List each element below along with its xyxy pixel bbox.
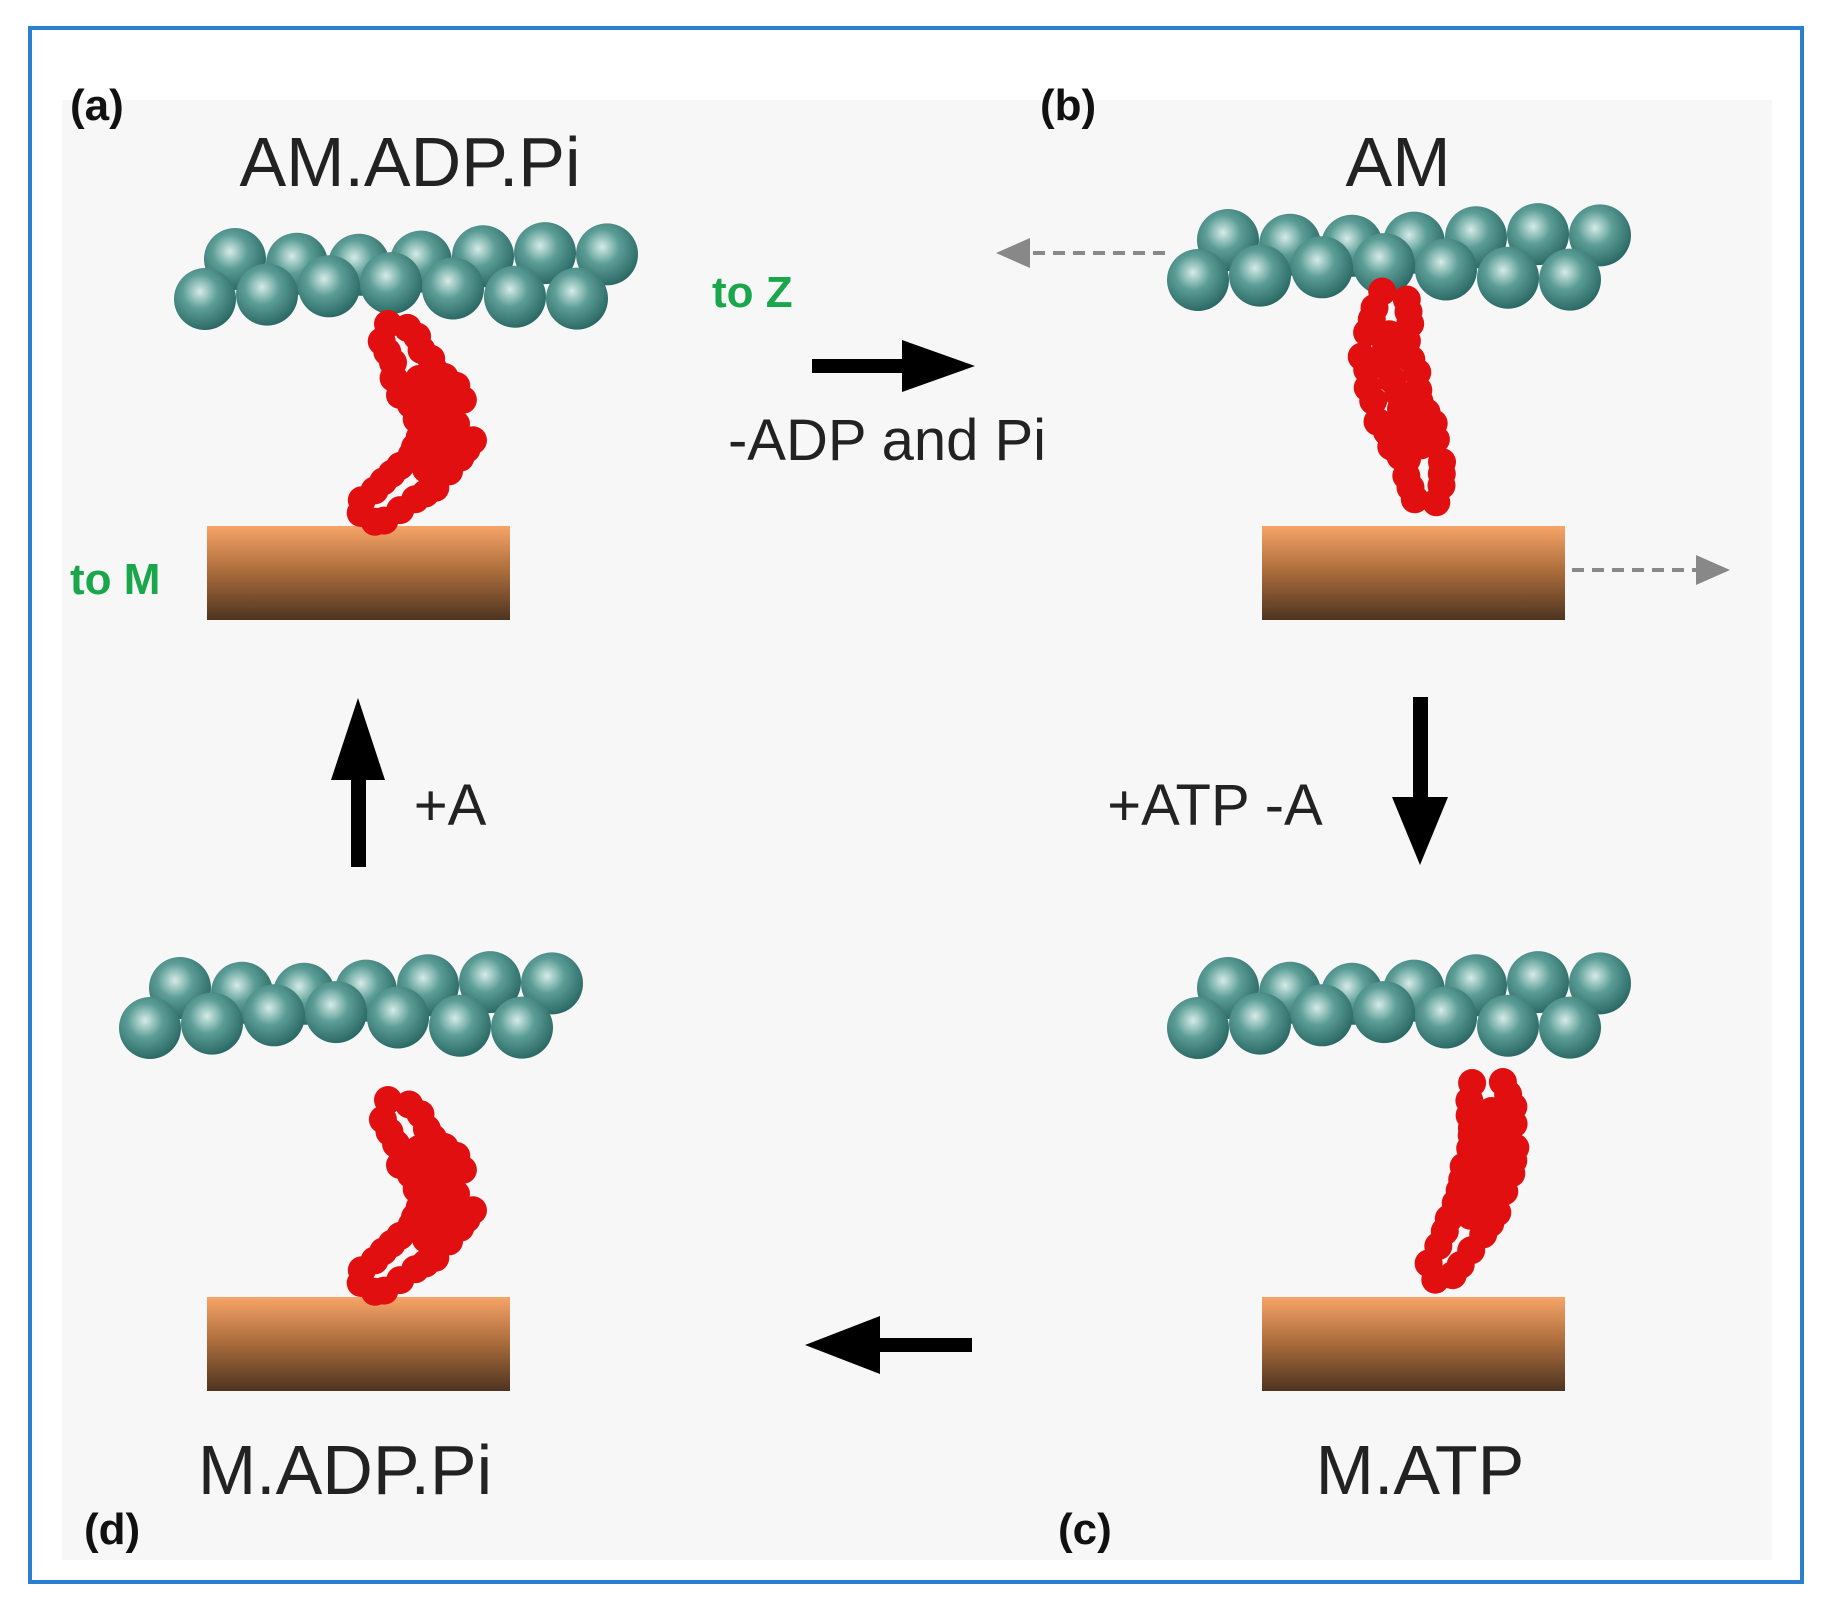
actin-bead bbox=[1353, 233, 1415, 296]
actin-bead bbox=[576, 223, 638, 286]
actin-bead bbox=[1291, 984, 1353, 1047]
actin-bead bbox=[243, 984, 305, 1047]
actin-bead bbox=[1477, 994, 1539, 1057]
state-label-b: AM bbox=[1346, 123, 1451, 201]
actin-bead bbox=[1353, 981, 1415, 1044]
myosin-bead bbox=[346, 499, 375, 527]
actin-bead bbox=[429, 994, 491, 1057]
myosin-head-d bbox=[346, 1086, 487, 1306]
actin-bead bbox=[174, 268, 236, 330]
actin-bead bbox=[360, 252, 422, 315]
actin-bead bbox=[305, 981, 367, 1044]
actin-bead bbox=[1415, 986, 1477, 1049]
myosin-bead bbox=[1400, 485, 1429, 514]
actin-bead bbox=[1291, 236, 1353, 299]
state-label-c: M.ATP bbox=[1316, 1431, 1525, 1509]
myosin-head-b bbox=[1347, 277, 1456, 517]
actin-filament-d bbox=[119, 951, 583, 1059]
transition-label-d-to-a: +A bbox=[414, 773, 487, 838]
actin-bead bbox=[484, 265, 546, 328]
actin-motion-arrow bbox=[996, 238, 1165, 268]
actin-bead bbox=[514, 222, 576, 285]
thick-filament-b bbox=[1262, 526, 1565, 620]
actin-bead bbox=[367, 986, 429, 1049]
actin-bead bbox=[119, 997, 181, 1059]
actin-bead bbox=[181, 992, 243, 1055]
myosin-bead bbox=[1353, 318, 1382, 347]
myosin-end-label: to M bbox=[70, 555, 160, 604]
actin-bead bbox=[1569, 952, 1631, 1015]
actin-bead bbox=[1229, 244, 1291, 307]
panel-label-a: (a) bbox=[70, 81, 124, 130]
panel-label-b: (b) bbox=[1040, 81, 1096, 130]
arrow-d-to-a bbox=[331, 698, 385, 867]
arrow-c-to-d bbox=[805, 1316, 972, 1374]
actin-bead bbox=[1569, 204, 1631, 267]
actin-bead bbox=[491, 996, 553, 1059]
myosin-bead bbox=[346, 1269, 375, 1297]
actin-bead bbox=[1167, 997, 1229, 1059]
myosin-motion-arrow bbox=[1572, 555, 1730, 585]
actin-bead bbox=[521, 952, 583, 1015]
thick-filament-a bbox=[207, 526, 510, 620]
actin-bead bbox=[1229, 992, 1291, 1055]
actin-bead bbox=[1167, 249, 1229, 311]
actin-filament-c bbox=[1167, 951, 1631, 1059]
actin-bead bbox=[298, 255, 360, 318]
actin-filament-b bbox=[1167, 203, 1631, 311]
actin-bead bbox=[1507, 951, 1569, 1014]
panel-label-c: (c) bbox=[1058, 1505, 1112, 1554]
actin-bead bbox=[422, 257, 484, 320]
actin-end-label: to Z bbox=[712, 268, 793, 317]
thick-filament-d bbox=[207, 1297, 510, 1391]
state-label-a: AM.ADP.Pi bbox=[239, 123, 580, 201]
myosin-head-a bbox=[346, 310, 487, 536]
transition-label-b-to-c: +ATP -A bbox=[1107, 773, 1323, 838]
actin-bead bbox=[1539, 248, 1601, 311]
myosin-bead bbox=[1421, 1265, 1450, 1294]
actin-bead bbox=[1415, 238, 1477, 301]
panel-label-d: (d) bbox=[84, 1505, 140, 1554]
thick-filament-c bbox=[1262, 1297, 1565, 1391]
myosin-bead bbox=[1422, 488, 1451, 517]
actin-bead bbox=[1477, 246, 1539, 309]
actin-bead bbox=[546, 267, 608, 330]
myosin-head-c bbox=[1414, 1068, 1530, 1294]
actin-bead bbox=[236, 263, 298, 326]
actin-bead bbox=[1539, 996, 1601, 1059]
transition-label-a-to-b: -ADP and Pi bbox=[728, 408, 1046, 473]
myosin-bead bbox=[1359, 386, 1388, 415]
myosin-bead bbox=[382, 1130, 411, 1159]
actin-filament-a bbox=[174, 222, 638, 330]
arrow-b-to-c bbox=[1392, 697, 1448, 865]
arrow-a-to-b bbox=[812, 340, 975, 392]
actin-bead bbox=[1507, 203, 1569, 266]
actin-bead bbox=[459, 951, 521, 1014]
state-label-d: M.ADP.Pi bbox=[198, 1431, 492, 1509]
